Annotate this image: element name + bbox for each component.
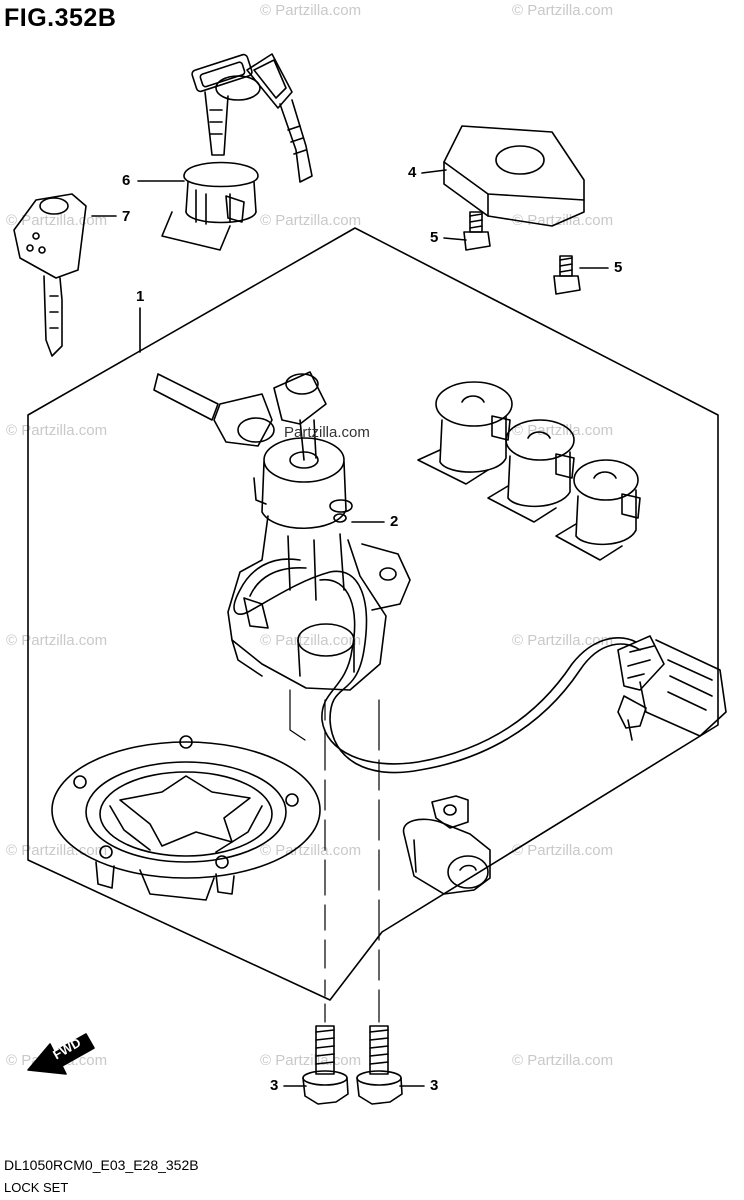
cylinder-lock (417, 381, 513, 485)
callout-6: 6 (122, 172, 131, 189)
small-bolt (553, 255, 581, 295)
watermark: © Partzilla.com (6, 842, 108, 859)
callout-4: 4 (408, 164, 417, 181)
ignition-switch-body (227, 437, 411, 691)
watermark: © Partzilla.com (260, 2, 362, 19)
watermark: © Partzilla.com (512, 212, 614, 229)
cylinder-lock (487, 419, 575, 523)
watermark: © Partzilla.com (260, 1052, 362, 1069)
watermark: © Partzilla.com (260, 212, 362, 229)
leader-line (443, 237, 467, 241)
ignition-key (153, 371, 327, 461)
watermark: © Partzilla.com (6, 212, 108, 229)
callout-5: 5 (430, 229, 439, 246)
leader-line (421, 169, 447, 174)
assembly-outline (27, 227, 719, 1001)
helmet-lock (402, 795, 491, 895)
callout-1: 1 (136, 288, 145, 305)
small-bolt (463, 211, 491, 251)
callout-2: 2 (390, 513, 399, 530)
cylinder-lock (555, 459, 641, 561)
watermark: © Partzilla.com (512, 2, 614, 19)
remote-key (13, 193, 87, 357)
callout-5: 5 (614, 259, 623, 276)
callout-7: 7 (122, 208, 131, 225)
callout-3: 3 (270, 1077, 279, 1094)
watermark: © Partzilla.com (6, 422, 108, 439)
callout-3: 3 (430, 1077, 439, 1094)
watermark: © Partzilla.com (512, 632, 614, 649)
figure-title: FIG.352B (4, 4, 117, 32)
watermark: © Partzilla.com (512, 1052, 614, 1069)
watermark: © Partzilla.com (6, 632, 108, 649)
mounting-bolt (356, 1025, 403, 1105)
seat-lock-with-keys (161, 53, 313, 251)
wire-harness (233, 558, 727, 774)
center-line (289, 689, 306, 741)
center-watermark: Partzilla.com (284, 424, 370, 441)
watermark: © Partzilla.com (260, 842, 362, 859)
watermark: © Partzilla.com (512, 842, 614, 859)
figure-name: LOCK SET (4, 1180, 69, 1195)
watermark: © Partzilla.com (512, 422, 614, 439)
fwd-arrow-icon (27, 1033, 95, 1075)
fuel-cap-ring (51, 735, 321, 901)
figure-code: DL1050RCM0_E03_E28_352B (4, 1157, 199, 1173)
cover-cap (443, 125, 585, 227)
mounting-bolt (302, 1025, 349, 1105)
watermark: © Partzilla.com (260, 632, 362, 649)
